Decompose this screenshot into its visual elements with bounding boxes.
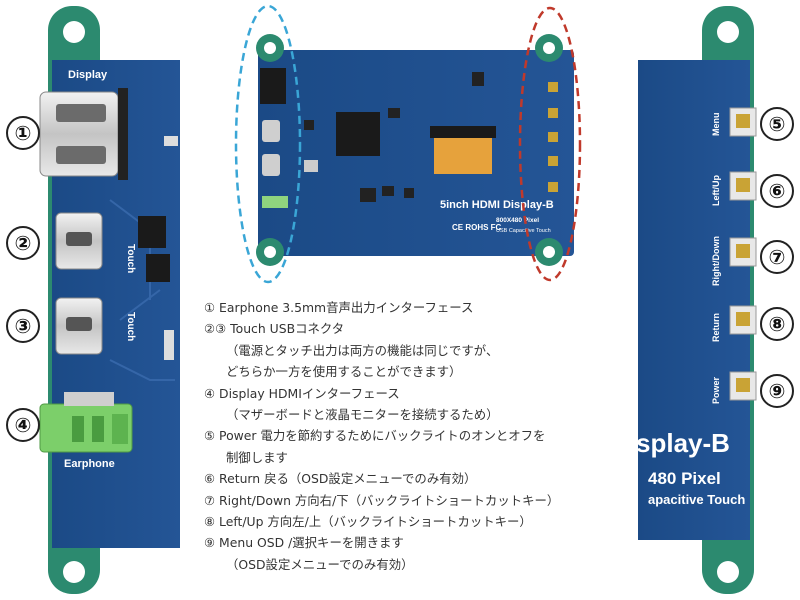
callout-1: ①	[6, 116, 40, 150]
note-line: ⑧ Left/Up 方向左/上（バックライトショートカットキー）	[204, 514, 532, 530]
note-line: ②③ Touch USBコネクタ	[204, 321, 345, 337]
touch-label-2: Touch	[125, 312, 136, 341]
scaler-chip	[336, 112, 380, 156]
note-line: ④ Display HDMIインターフェース	[204, 385, 400, 401]
left-up-switch	[729, 171, 757, 201]
center-pcb	[258, 50, 574, 256]
note-line: 制御します	[226, 449, 288, 465]
fpc-connector	[434, 138, 492, 174]
note-line: （OSD設定メニューでのみ有効）	[226, 556, 414, 572]
callout-5: ⑤	[760, 107, 794, 141]
note-line: ⑦ Right/Down 方向右/下（バックライトショートカットキー）	[204, 492, 560, 508]
callout-8: ⑧	[760, 307, 794, 341]
mount-hole	[717, 21, 739, 43]
right-highlight-outline	[518, 6, 582, 282]
mount-hole	[63, 21, 85, 43]
menu-label: Menu	[711, 113, 721, 137]
note-line: （マザーボードと液晶モニターを接続するため）	[226, 407, 499, 423]
chip	[146, 254, 170, 282]
touch-label-1: Touch	[125, 244, 136, 273]
side-resolution: 480 Pixel	[648, 469, 721, 488]
board-title: 5inch HDMI Display-B	[440, 199, 554, 211]
mount-hole	[717, 561, 739, 583]
right-board-view: Menu Left/Up Right/Down Return Power spl…	[636, 6, 757, 594]
callout-6: ⑥	[760, 174, 794, 208]
mount-hole	[63, 561, 85, 583]
note-line: どちらか一方を使用することができます）	[226, 364, 462, 380]
feature-description-list: ① Earphone 3.5mm音声出力インターフェース ②③ Touch US…	[204, 297, 624, 575]
note-line: （電源とタッチ出力は両方の機能は同じですが、	[226, 342, 499, 358]
menu-switch	[729, 107, 757, 137]
callout-2: ②	[6, 226, 40, 260]
board-touch-type: USB Capacitive Touch	[496, 228, 551, 234]
right-down-switch	[729, 237, 757, 267]
note-line: ⑤ Power 電力を節約するためにバックライトのオンとオフを	[204, 428, 546, 444]
board-resolution: 800X480 Pixel	[496, 217, 539, 224]
side-touch: apacitive Touch	[648, 492, 745, 507]
note-line: ⑨ Menu OSD /選択キーを開きます	[204, 535, 404, 551]
note-line: ① Earphone 3.5mm音声出力インターフェース	[204, 300, 474, 315]
chip	[138, 216, 166, 248]
return-label: Return	[711, 313, 721, 342]
callout-7: ⑦	[760, 240, 794, 274]
side-title: splay-B	[636, 428, 730, 458]
callout-9: ⑨	[760, 374, 794, 408]
callout-3: ③	[6, 309, 40, 343]
right-down-label: Right/Down	[711, 236, 721, 286]
earphone-label: Earphone	[64, 458, 115, 470]
display-label: Display	[68, 69, 108, 81]
return-switch	[729, 305, 757, 335]
cert-marks: CE ROHS FC	[452, 223, 502, 232]
left-up-label: Left/Up	[711, 175, 721, 206]
left-board-view: Display Touch Touch Earphone	[39, 6, 180, 594]
power-switch	[729, 371, 757, 401]
center-board-view: 5inch HDMI Display-B 800X480 Pixel USB C…	[234, 4, 582, 284]
left-highlight-outline	[234, 4, 302, 284]
right-pcb	[638, 60, 750, 540]
callout-4: ④	[6, 408, 40, 442]
power-label: Power	[711, 376, 721, 404]
note-line: ⑥ Return 戻る（OSD設定メニューでのみ有効）	[204, 471, 477, 487]
